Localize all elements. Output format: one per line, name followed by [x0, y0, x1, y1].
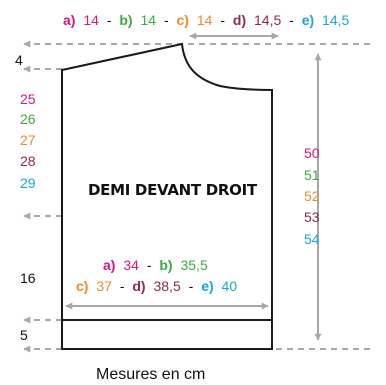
armhole-height-c: 27	[20, 132, 36, 148]
size-e-label: e)	[302, 12, 314, 28]
size-d-label: d)	[233, 12, 246, 28]
bottom-width-line2: c) 37 - d) 38,5 - e) 40	[76, 278, 237, 294]
size-a-label: a)	[103, 257, 115, 273]
total-length-e: 54	[304, 231, 320, 247]
separator: -	[189, 278, 194, 294]
size-e-value: 40	[222, 278, 238, 294]
size-b-label: b)	[119, 12, 132, 28]
separator: -	[147, 257, 152, 273]
armhole-height-b: 26	[20, 111, 36, 127]
size-c-label: c)	[76, 278, 88, 294]
size-d-value: 38,5	[153, 278, 180, 294]
size-d-label: d)	[132, 278, 145, 294]
garment-piece-outline	[61, 42, 273, 350]
size-b-label: b)	[159, 257, 172, 273]
size-c-label: c)	[177, 12, 189, 28]
size-e-label: e)	[201, 278, 213, 294]
shoulder-drop-value: 4	[15, 52, 23, 68]
armhole-height-e: 29	[20, 175, 36, 191]
armhole-height-d: 28	[20, 153, 36, 169]
size-a-value: 14	[83, 12, 99, 28]
separator: -	[107, 12, 112, 28]
caption: Mesures en cm	[96, 366, 205, 383]
size-c-value: 37	[96, 278, 112, 294]
size-b-value: 14	[140, 12, 156, 28]
size-d-value: 14,5	[254, 12, 281, 28]
body-height-value: 16	[20, 270, 36, 286]
total-length-c: 52	[304, 188, 320, 204]
separator: -	[289, 12, 294, 28]
separator: -	[164, 12, 169, 28]
piece-title: DEMI DEVANT DROIT	[88, 181, 258, 199]
armhole-height-a: 25	[20, 91, 36, 107]
size-a-label: a)	[63, 12, 75, 28]
size-a-value: 34	[123, 257, 139, 273]
total-length-a: 50	[304, 145, 320, 161]
total-length-b: 51	[304, 167, 320, 183]
total-length-d: 53	[304, 209, 320, 225]
size-b-value: 35,5	[180, 257, 207, 273]
separator: -	[220, 12, 225, 28]
separator: -	[120, 278, 125, 294]
top-width-label: a) 14 - b) 14 - c) 14 - d) 14,5 - e) 14,…	[63, 12, 350, 28]
size-e-value: 14,5	[322, 12, 349, 28]
bottom-width-line1: a) 34 - b) 35,5	[103, 257, 208, 273]
size-c-value: 14	[197, 12, 213, 28]
rib-height-value: 5	[20, 327, 28, 343]
